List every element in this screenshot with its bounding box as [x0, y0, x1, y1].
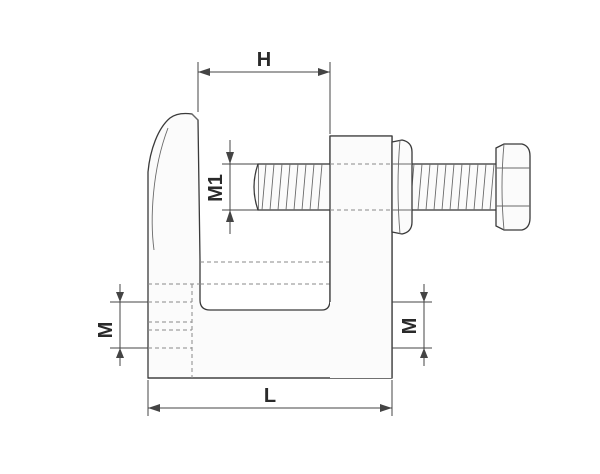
m1-label: M1: [205, 174, 227, 202]
dimension-m-left: M: [95, 284, 148, 366]
hex-head: [495, 143, 531, 231]
dimension-m-right: M: [392, 284, 432, 366]
dimension-h: H: [197, 49, 331, 134]
l-arrow-right: [380, 404, 392, 412]
m-right-label: M: [399, 318, 421, 335]
m1-arrow-top: [226, 152, 234, 164]
screw-tip: [253, 163, 259, 211]
lock-nut: [391, 139, 413, 235]
mr-arrow-top: [420, 292, 428, 302]
mr-arrow-bottom: [420, 348, 428, 358]
dimension-m1: M1: [205, 140, 258, 234]
dimension-l: L: [147, 380, 393, 416]
ml-arrow-top: [116, 292, 124, 302]
hex-chamfer: [501, 143, 505, 231]
m1-arrow-bottom: [226, 210, 234, 222]
h-label: H: [257, 49, 271, 71]
h-arrow-left: [198, 68, 210, 76]
screw: [253, 135, 531, 378]
jaw-inner-curve: [151, 127, 169, 251]
nut-chamfer: [397, 139, 401, 235]
pillar-cover: [330, 136, 392, 378]
h-arrow-right: [318, 68, 330, 76]
l-label: L: [264, 385, 276, 407]
m-left-label: M: [95, 322, 117, 339]
ml-arrow-bottom: [116, 348, 124, 358]
jaw-top-edge: [191, 113, 199, 121]
l-arrow-left: [148, 404, 160, 412]
